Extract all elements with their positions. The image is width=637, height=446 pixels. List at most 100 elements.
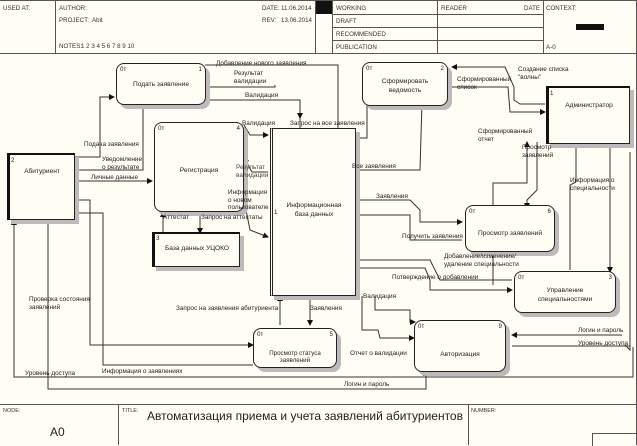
datastore-info-db[interactable]: 1 Информационная база данных	[270, 128, 356, 296]
label-req-app-status: Запрос на заявления абитуриента	[176, 305, 279, 312]
external-administrator[interactable]: 1 Администратор	[546, 86, 630, 144]
box-label: Подать заявление	[132, 81, 190, 88]
activity-manage-specialties[interactable]: 0т 3 Управление специальностями	[514, 271, 616, 313]
context-thumbnail	[576, 24, 604, 30]
label-applications-2: Заявления	[310, 305, 342, 312]
flow-statement-db	[352, 102, 368, 141]
flow-notify-result	[73, 101, 144, 173]
box-number: 9	[498, 323, 502, 330]
label-personal-data: Личные данные	[91, 174, 139, 181]
box-label: Регистрация	[179, 167, 219, 174]
flow-new-user	[243, 199, 269, 238]
status-working: WORKING	[336, 5, 367, 12]
node-value: A0	[50, 425, 65, 439]
label-request-all: Запрос на все заявления	[290, 120, 365, 127]
flow-check-status	[74, 199, 254, 348]
used-at-label: USED AT:	[3, 5, 31, 12]
box-label: Просмотр статуса заявлений	[269, 350, 321, 364]
flow-validation-info	[243, 157, 268, 173]
box-number: 1	[198, 66, 202, 73]
date-label: DATE:	[262, 5, 280, 12]
rev-label: REV:	[262, 17, 277, 24]
label-access-level-2: Уровень доступа	[578, 340, 629, 347]
label-cert-request: Запрос на аттестаты	[201, 214, 263, 221]
box-label: Сформировать ведомость	[381, 78, 429, 94]
activity-status-view[interactable]: 0т 5 Просмотр статуса заявлений	[253, 328, 337, 368]
status-recommended: RECOMMENDED	[336, 31, 386, 38]
label-validation-report: Отчет о валидации	[350, 350, 407, 357]
project-value: Abit	[92, 17, 103, 24]
label-add-new: Добавление нового заявления	[216, 60, 307, 67]
flow-validation-report	[361, 296, 415, 341]
activity-form-statement[interactable]: 0т 2 Сформировать ведомость	[362, 62, 448, 106]
status-publication: PUBLICATION	[336, 44, 377, 51]
box-label: Администратор	[565, 102, 613, 109]
context-node: A-0	[546, 44, 556, 51]
external-applicant[interactable]: 2 Абитуриент	[7, 153, 75, 220]
label-validation-2: Валидация	[242, 120, 276, 127]
label-login-1: Логин и пароль	[344, 381, 390, 388]
label-validation-3: Валидация	[363, 293, 397, 300]
flow-all-apps	[353, 101, 425, 171]
label-validation-info: Результат валидации	[236, 164, 269, 179]
external-ucko-db[interactable]: 3 База данных УЦОКО	[152, 232, 240, 267]
box-number: 3	[156, 235, 160, 242]
reader-date-label: DATE	[524, 5, 541, 12]
box-number: 2	[440, 65, 444, 72]
label-confirm-add: Потверждение о добавлении	[392, 274, 479, 281]
label-view-apps: Просмотр заявлений	[522, 144, 554, 159]
activity-authorization[interactable]: 0т 9 Авторизация	[414, 320, 506, 372]
flow-get-apps	[352, 212, 462, 241]
activity-registration[interactable]: 0т 4 Регистрация	[154, 122, 244, 212]
box-number: 2	[11, 157, 15, 164]
flow-submit-app	[74, 94, 115, 158]
label-submit-app: Подача заявления	[84, 141, 139, 148]
flow-admin-right	[624, 152, 631, 352]
rev-value: 13.06.2014	[281, 17, 312, 24]
label-formed-list: Сформированный список	[457, 76, 512, 91]
label-formed-report: Сформированный отчет	[478, 128, 533, 143]
flow-validation-result	[204, 84, 276, 90]
box-tag: 0т	[257, 331, 264, 338]
box-label: Управление специальностями	[537, 287, 593, 303]
page-number-box	[592, 433, 637, 446]
author-label: AUTHOR:	[59, 5, 87, 12]
label-validation-1: Валидация	[245, 92, 279, 99]
label-add-edit-spec: Добавление/изменение/удаление специально…	[444, 253, 519, 268]
flow-info-apps	[73, 210, 253, 366]
flow-applications	[353, 199, 463, 225]
box-tag: 0т	[418, 323, 425, 330]
flow-confirm-add	[352, 257, 512, 281]
context-label: CONTEXT:	[546, 5, 577, 12]
title-label: TITLE:	[122, 408, 139, 414]
flow-view-apps	[524, 142, 538, 209]
label-info-apps: Информация о заявлениях	[102, 368, 183, 375]
status-draft: DRAFT	[336, 18, 357, 25]
box-label: База данных УЦОКО	[164, 245, 230, 252]
box-tag: 0т	[120, 66, 127, 73]
label-spec-info: Информация о специальности	[570, 177, 615, 192]
box-number: 4	[236, 125, 240, 132]
box-tag: 0т	[469, 208, 476, 215]
flow-validation-3	[374, 296, 416, 325]
flow-add-new	[205, 64, 339, 130]
label-login-2: Логин и пароль	[578, 327, 624, 334]
box-tag: 0т	[366, 65, 373, 72]
label-notify-result: Уведомление о результате	[102, 156, 143, 171]
activity-view-applications[interactable]: 0т 6 Просмотр заявлений	[465, 205, 555, 252]
title-block-header: USED AT: AUTHOR: PROJECT: Abit NOTES: 1 …	[0, 0, 637, 54]
box-label: Просмотр заявлений	[477, 230, 543, 237]
flow-validation-2	[243, 124, 269, 138]
label-access-level-1: Уровень доступа	[25, 370, 76, 377]
label-new-user-info: Информация о новом пользователе	[228, 189, 269, 211]
activity-submit-application[interactable]: 0т 1 Подать заявление	[116, 63, 206, 105]
reader-label: READER	[441, 5, 467, 12]
notes-values: 1 2 3 4 5 6 7 8 9 10	[81, 43, 135, 50]
label-applications: Заявления	[376, 193, 408, 200]
box-number: 1	[274, 209, 278, 216]
box-tag: 0т	[158, 125, 165, 132]
diagram-title: Автоматизация приема и учета заявлений а…	[147, 409, 463, 423]
box-number: 6	[547, 208, 551, 215]
flow-spec-info	[569, 181, 577, 270]
label-all-apps: Все заявления	[352, 163, 396, 170]
